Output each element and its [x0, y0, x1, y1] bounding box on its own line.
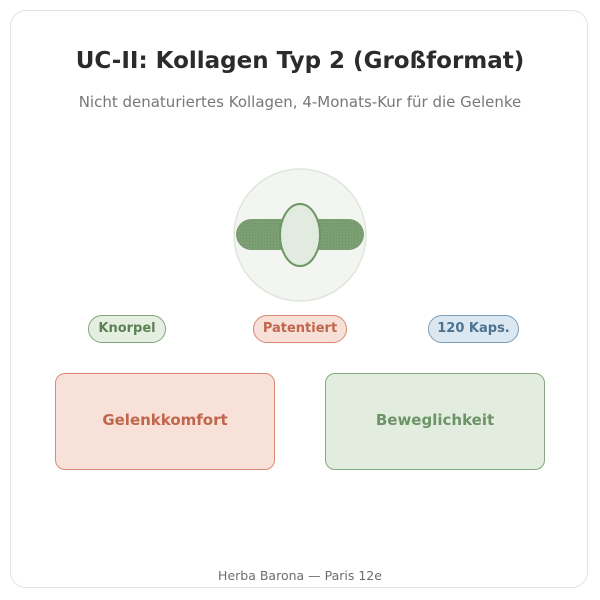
- footer-text: Herba Barona — Paris 12e: [218, 568, 382, 583]
- badge-capsule-count: 120 Kaps.: [428, 315, 519, 343]
- emblem-capsule: [279, 203, 321, 267]
- page-title: UC-II: Kollagen Typ 2 (Großformat): [75, 48, 525, 74]
- panel-gelenkkomfort: Gelenkkomfort: [55, 373, 275, 470]
- badge-knorpel: Knorpel: [88, 315, 166, 343]
- badge-patentiert: Patentiert: [253, 315, 347, 343]
- capsule-icon: [233, 168, 367, 302]
- page-subtitle: Nicht denaturiertes Kollagen, 4-Monats-K…: [78, 93, 522, 111]
- panel-beweglichkeit: Beweglichkeit: [325, 373, 545, 470]
